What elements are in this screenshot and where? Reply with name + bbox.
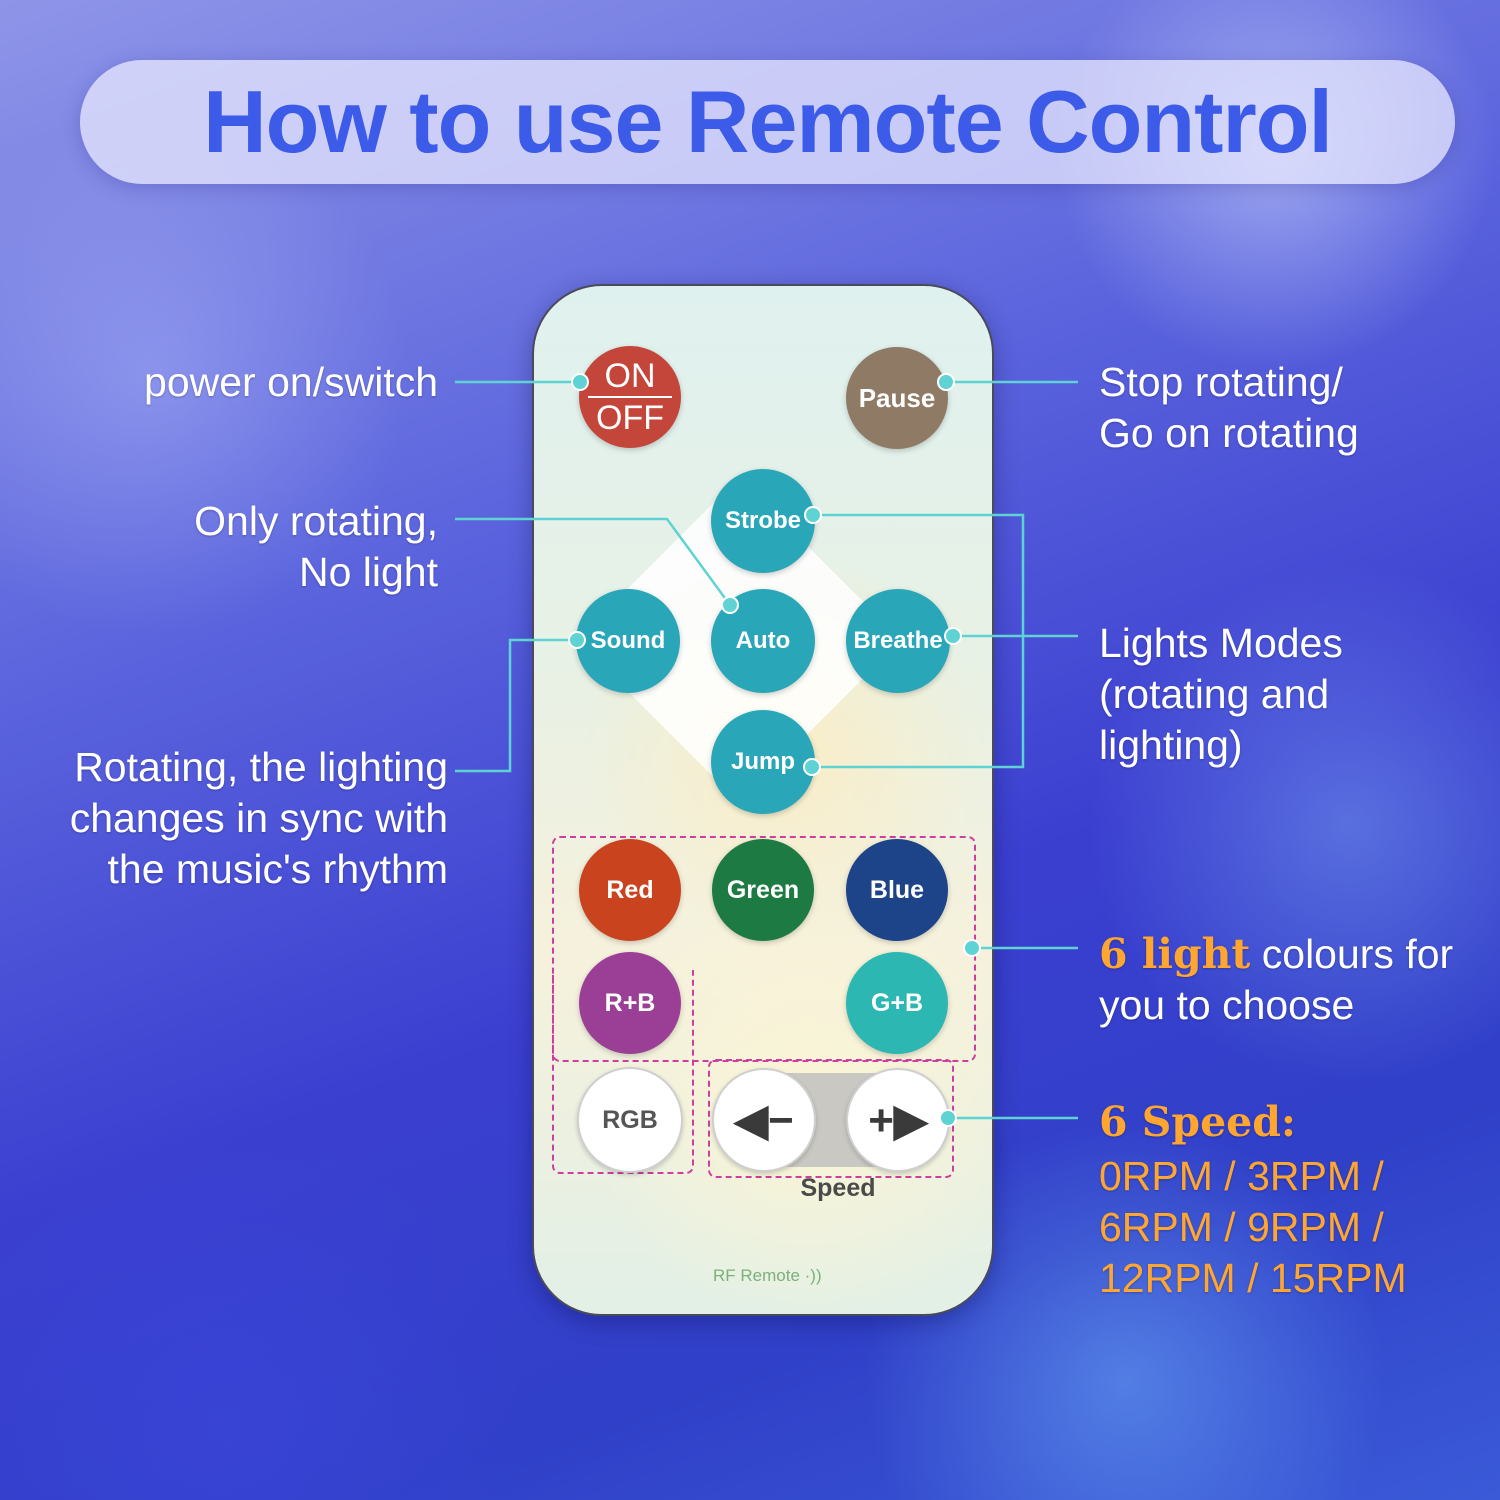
colours-label: 6 light colours for you to choose [1099,929,1489,1031]
blue-button[interactable]: Blue [846,839,948,941]
rgb-group-box [552,970,694,1174]
sound-line-3: the music's rhythm [107,846,448,892]
gb-button[interactable]: G+B [846,952,948,1054]
dot-sound [568,631,586,649]
off-text: OFF [596,399,664,437]
sound-line-1: Rotating, the lighting [74,744,448,790]
jump-button[interactable]: Jump [711,710,815,814]
speed-info-label: 6 Speed: 0RPM / 3RPM / 6RPM / 9RPM / 12R… [1099,1097,1489,1304]
only-rotating-line-2: No light [298,549,438,595]
speed-line-1: 0RPM / 3RPM / [1099,1153,1384,1199]
speed-down-button[interactable]: ◀− [712,1068,816,1172]
power-label: power on/switch [40,357,438,408]
strobe-button[interactable]: Strobe [711,469,815,573]
dot-speed [939,1109,957,1127]
plus-arrow-right-icon: +▶ [868,1095,928,1145]
pause-line-2: Go on rotating [1099,410,1359,456]
on-off-button[interactable]: ON OFF [579,346,681,448]
pause-button[interactable]: Pause [846,347,948,449]
dot-auto [721,596,739,614]
sound-line-2: changes in sync with [69,795,448,841]
rb-button[interactable]: R+B [579,952,681,1054]
colours-rest: colours for [1250,931,1454,977]
only-rotating-label: Only rotating, No light [40,496,438,598]
connector-sound [455,638,577,773]
pause-label: Stop rotating/ Go on rotating [1099,357,1479,459]
power-label-text: power on/switch [144,359,438,405]
dot-breathe [944,627,962,645]
on-off-divider [588,396,672,398]
colours-line-1: 6 light colours for [1099,929,1489,980]
colours-line-2: you to choose [1099,982,1355,1028]
title-banner [80,60,1455,184]
rf-remote-label: RF Remote ·)) [713,1266,822,1285]
rgb-button[interactable]: RGB [577,1067,683,1173]
pause-line-1: Stop rotating/ [1099,359,1343,405]
dot-pause [937,373,955,391]
connector-strobe [812,513,1025,769]
speed-line-3: 12RPM / 15RPM [1099,1255,1407,1301]
green-button[interactable]: Green [712,839,814,941]
on-text: ON [604,357,656,395]
sound-label: Rotating, the lighting changes in sync w… [20,742,448,895]
speed-label: Speed [800,1174,876,1202]
breathe-button[interactable]: Breathe [846,589,950,693]
speed-highlight: 6 Speed: [1099,1098,1297,1146]
dot-power [571,373,589,391]
arrow-left-minus-icon: ◀− [734,1095,794,1145]
modes-line-1: Lights Modes [1099,620,1343,666]
red-button[interactable]: Red [579,839,681,941]
dot-jump [803,758,821,776]
colours-highlight: 6 light [1099,930,1251,978]
speed-line-2: 6RPM / 9RPM / [1099,1204,1384,1250]
dot-colours [963,939,981,957]
modes-line-3: lighting) [1099,722,1243,768]
dot-strobe [804,506,822,524]
connector-auto [455,517,732,606]
only-rotating-line-1: Only rotating, [194,498,438,544]
modes-label: Lights Modes (rotating and lighting) [1099,618,1479,771]
page-title: How to use Remote Control [203,72,1333,171]
sound-button[interactable]: Sound [576,589,680,693]
modes-line-2: (rotating and [1099,671,1330,717]
